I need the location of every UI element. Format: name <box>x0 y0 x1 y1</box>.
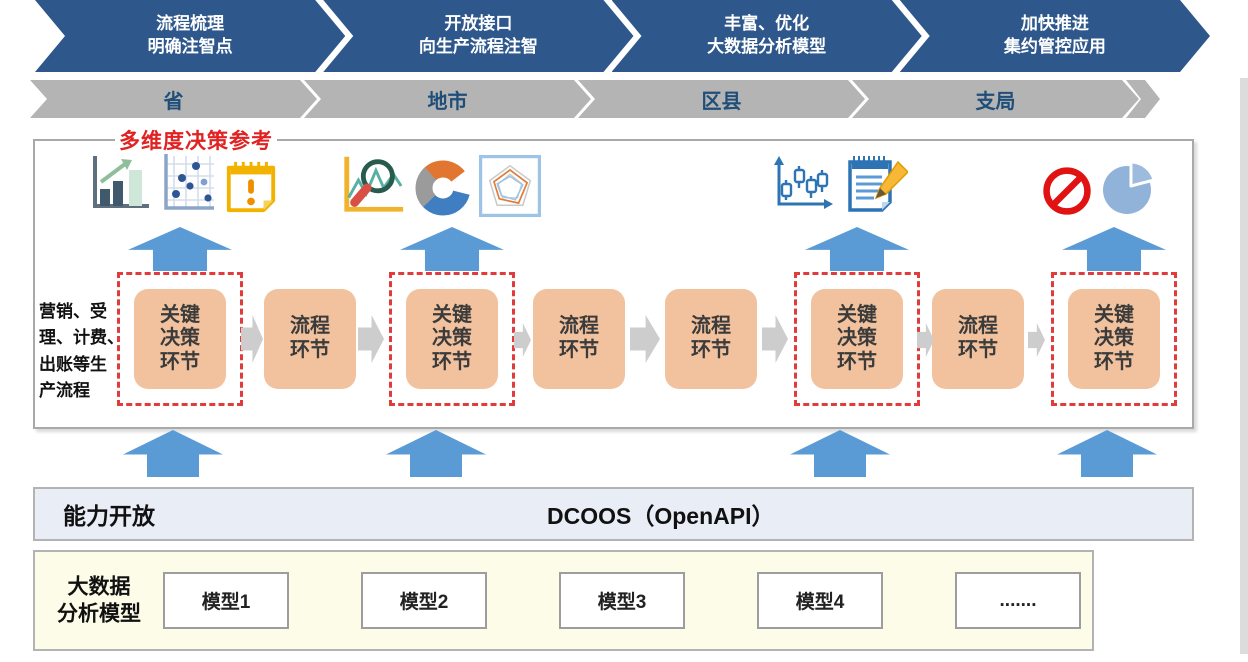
flow-arrow <box>514 323 531 357</box>
key-decision-node: 关键 决策 环节 <box>1051 272 1177 406</box>
model-bar: 大数据 分析模型 模型1 模型2 模型3 模型4 ....... <box>33 550 1094 651</box>
up-arrow <box>386 430 486 477</box>
key-decision-node: 关键 决策 环节 <box>117 272 243 406</box>
stage-banner-2: 开放接口 向生产流程注智 <box>323 0 633 72</box>
dcoos-openapi-label: DCOOS（OpenAPI） <box>547 503 775 529</box>
main-flow-panel: 多维度决策参考 <box>33 125 1194 429</box>
process-node: 流程 环节 <box>264 289 356 389</box>
alert-note-icon <box>226 161 276 213</box>
icon-group-1 <box>87 151 279 215</box>
node-label: 关键 决策 环节 <box>406 289 498 389</box>
level-chevron-row: 省 地市 区县 支局 <box>30 80 1160 118</box>
level-city: 地市 <box>304 80 591 118</box>
process-node: 流程 环节 <box>932 289 1024 389</box>
bar-chart-icon <box>93 156 149 208</box>
icon-group-3 <box>769 151 908 215</box>
production-process-label: 营销、受 理、计费、 出账等生 产流程 <box>39 302 124 401</box>
model-box-3: 模型3 <box>559 572 685 629</box>
flow-arrow <box>241 315 263 363</box>
flow-arrow <box>630 315 660 363</box>
process-node: 流程 环节 <box>665 289 757 389</box>
boxplot-chart-icon <box>774 156 833 209</box>
adjacent-panel-edge <box>1240 78 1248 654</box>
up-arrow <box>123 430 223 477</box>
up-arrow <box>1057 430 1157 477</box>
up-arrow <box>1062 227 1166 271</box>
key-decision-node: 关键 决策 环节 <box>794 272 920 406</box>
node-label: 关键 决策 环节 <box>1068 289 1160 389</box>
donut-chart-icon <box>415 160 471 216</box>
capability-bar: 能力开放 DCOOS（OpenAPI） <box>33 487 1194 541</box>
stage-banner-3: 丰富、优化 大数据分析模型 <box>612 0 922 72</box>
model-box-more: ....... <box>955 572 1081 629</box>
model-box-2: 模型2 <box>361 572 487 629</box>
up-arrow <box>128 227 232 271</box>
up-arrow <box>790 430 890 477</box>
stage-banner-1: 流程梳理 明确注智点 <box>35 0 345 72</box>
stage-banner-4: 加快推进 集约管控应用 <box>900 0 1210 72</box>
stage-banner-row: 流程梳理 明确注智点 开放接口 向生产流程注智 丰富、优化 大数据分析模型 加快… <box>35 0 1210 72</box>
model-box-1: 模型1 <box>163 572 289 629</box>
magnifier-line-chart-icon <box>344 156 404 212</box>
flow-arrow <box>1028 323 1045 357</box>
pie-chart-icon <box>1103 160 1156 214</box>
key-decision-node: 关键 决策 环节 <box>389 272 515 406</box>
decision-reference-label: 多维度决策参考 <box>115 125 277 155</box>
node-label: 关键 决策 环节 <box>811 289 903 389</box>
node-label: 关键 决策 环节 <box>134 289 226 389</box>
flow-arrow <box>358 315 384 363</box>
level-branch: 支局 <box>852 80 1139 118</box>
level-province: 省 <box>30 80 317 118</box>
icon-group-2 <box>339 151 541 217</box>
notepad-pencil-icon <box>848 156 908 212</box>
level-county: 区县 <box>578 80 865 118</box>
scatter-plot-icon <box>164 154 214 210</box>
process-node: 流程 环节 <box>533 289 625 389</box>
model-box-row: 模型1 模型2 模型3 模型4 ....... <box>163 572 1081 629</box>
prohibited-icon <box>1043 167 1091 215</box>
icon-group-4 <box>1041 159 1158 217</box>
flow-arrow <box>762 315 788 363</box>
up-arrow <box>805 227 909 271</box>
capability-label: 能力开放 <box>63 503 155 529</box>
model-box-4: 模型4 <box>757 572 883 629</box>
up-arrow <box>400 227 504 271</box>
radar-chart-icon <box>479 155 541 217</box>
model-bar-label: 大数据 分析模型 <box>57 575 141 626</box>
